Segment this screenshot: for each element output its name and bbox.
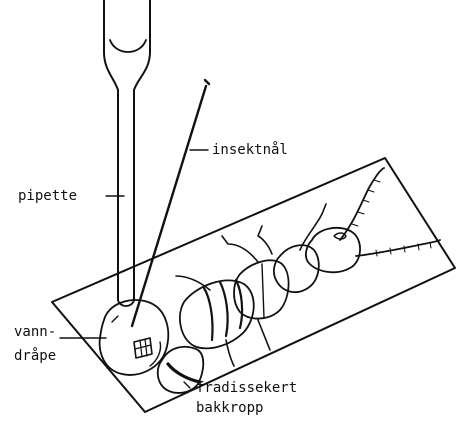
leader-dissected-abdomen xyxy=(184,382,190,388)
label-water-drop-line2: dråpe xyxy=(14,347,56,364)
water-drop xyxy=(100,300,169,375)
label-pipette: pipette xyxy=(18,188,77,204)
label-insect-pin: insektnål xyxy=(212,141,288,158)
label-dissected-abdomen-line1: fradissekert xyxy=(196,380,297,396)
label-water-drop-line1: vann- xyxy=(14,324,56,340)
pipette xyxy=(104,0,150,306)
tissue-fragment xyxy=(134,338,152,358)
label-dissected-abdomen-line2: bakkropp xyxy=(196,400,263,416)
